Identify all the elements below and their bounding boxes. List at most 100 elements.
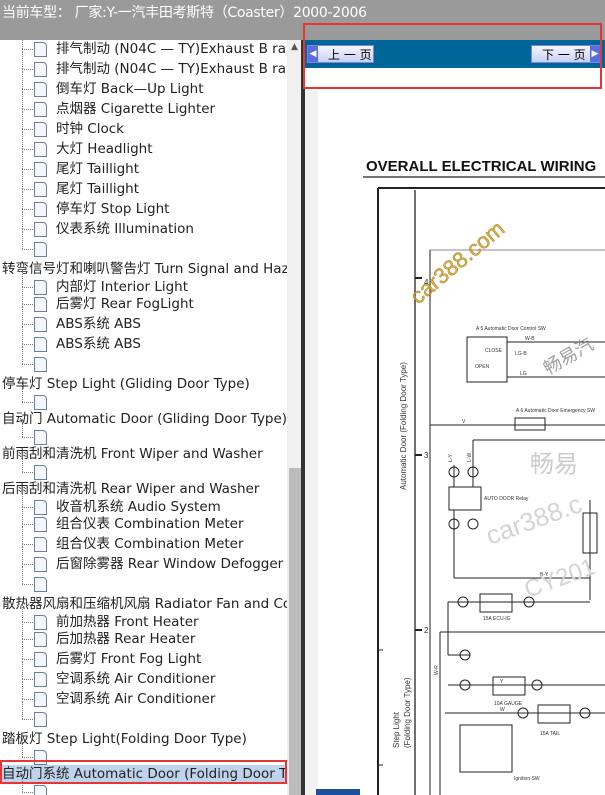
tree-connector — [22, 344, 33, 345]
tree-connector — [22, 584, 33, 585]
document-icon — [34, 202, 47, 217]
tree-item-label: 空调系统 Air Conditioner — [56, 691, 216, 707]
tree-connector — [22, 739, 23, 757]
tree-connector — [22, 489, 23, 507]
document-icon — [34, 122, 47, 137]
tree-connector — [22, 454, 23, 472]
tree-connector — [22, 191, 23, 209]
tree-item-label: 组合仪表 Combination Meter — [56, 536, 244, 552]
arrow-right-icon: ▶ — [590, 46, 600, 62]
page-nav-bar: ◀ 上 一 页 下 一 页 ▶ — [305, 40, 605, 68]
tree-connector — [22, 306, 23, 324]
tree-connector — [22, 229, 33, 230]
document-icon — [34, 42, 47, 57]
tree-connector — [22, 151, 23, 169]
tree-connector — [22, 506, 23, 524]
panel-splitter[interactable] — [301, 40, 305, 795]
tree-item-label: 前雨刮和清洗机 Front Wiper and Washer — [2, 446, 263, 462]
tree-item-label: 排气制动 (N04C — TY)Exhaust B rake — [56, 41, 287, 57]
tree-connector — [22, 287, 33, 288]
tree-connector — [22, 524, 33, 525]
tree-connector — [22, 701, 23, 719]
tree-item-label: 停车灯 Stop Light — [56, 201, 170, 217]
tree-connector — [22, 792, 33, 793]
tree-connector — [22, 661, 23, 679]
document-icon — [34, 102, 47, 117]
title-bar: 当前车型： 厂家:Y-一汽丰田考斯特（Coaster）2000-2006 — [0, 0, 605, 40]
tree-connector — [22, 69, 33, 70]
document-icon — [34, 395, 47, 410]
tree-item-label: 大灯 Headlight — [56, 141, 153, 157]
document-icon — [34, 692, 47, 707]
tree-item-label: 踏板灯 Step Light(Folding Door Type) — [2, 731, 247, 747]
tree-connector — [22, 131, 23, 149]
tree-item-label: 散热器风扇和压缩机风扇 Radiator Fan and Condenser F… — [2, 596, 287, 612]
tree-connector — [22, 286, 23, 304]
document-icon — [34, 357, 47, 372]
tree-item-label: 排气制动 (N04C — TY)Exhaust B rake — [56, 61, 287, 77]
document-icon — [34, 557, 47, 572]
document-icon — [34, 632, 47, 647]
tree-connector — [22, 189, 33, 190]
tree-connector — [22, 566, 23, 584]
page-indicator — [316, 789, 360, 795]
tree-connector — [22, 419, 23, 437]
tree-panel: 排气制动 (N04C — TY)Exhaust B rake 排气制动 (N04C… — [0, 40, 287, 795]
document-icon — [34, 500, 47, 515]
document-icon — [34, 82, 47, 97]
document-icon — [34, 317, 47, 332]
tree-connector — [22, 304, 33, 305]
tree-connector — [22, 699, 33, 700]
tree-connector — [22, 324, 33, 325]
tree-connector — [22, 757, 33, 758]
tree-item-label: 转弯信号灯和喇叭警告灯 Turn Signal and Hazard Warni… — [2, 261, 287, 277]
tree-connector — [22, 346, 23, 364]
tree-connector — [22, 149, 33, 150]
tree-item-label: ABS系统 ABS — [56, 316, 141, 332]
tree-item-label: 空调系统 Air Conditioner — [56, 671, 216, 687]
tree-connector — [22, 269, 23, 287]
tree-connector — [22, 526, 23, 544]
prev-page-button[interactable]: ◀ 上 一 页 — [307, 45, 374, 63]
tree-item-label: 后雾灯 Front Fog Light — [56, 651, 202, 667]
tree-item-label: 内部灯 Interior Light — [56, 279, 189, 295]
document-icon — [34, 280, 47, 295]
document-icon — [34, 182, 47, 197]
tree-connector — [22, 681, 23, 699]
tree-item-label: 自动门系统 Automatic Door (Folding Door Type) — [2, 765, 287, 783]
document-icon — [34, 142, 47, 157]
tree-connector — [22, 364, 33, 365]
tree-connector — [22, 326, 23, 344]
tree-connector — [22, 622, 33, 623]
document-icon — [34, 712, 47, 727]
next-page-label: 下 一 页 — [542, 48, 586, 62]
document-icon — [34, 337, 47, 352]
tree-connector — [22, 49, 33, 50]
document-icon — [34, 517, 47, 532]
tree-item-label: 点烟器 Cigarette Lighter — [56, 101, 216, 117]
tree-connector — [22, 91, 23, 109]
tree-connector — [22, 71, 23, 89]
document-icon — [34, 222, 47, 237]
tree-connector — [22, 249, 33, 250]
tree-item-label: 停车灯 Step Light (Gliding Door Type) — [2, 376, 250, 392]
tree-connector — [22, 402, 33, 403]
tree-scrollbar[interactable]: ▲ — [287, 40, 302, 795]
tree-item-label: 收音机系统 Audio System — [56, 499, 221, 515]
tree-connector — [22, 604, 23, 622]
document-icon — [34, 62, 47, 77]
tree-item-label: 时钟 Clock — [56, 121, 124, 137]
tree-connector — [22, 211, 23, 229]
selection-highlight-box — [0, 760, 287, 784]
tree-connector — [22, 109, 33, 110]
tree-item-label: 仪表系统 Illumination — [56, 221, 194, 237]
scroll-up-arrow-icon[interactable]: ▲ — [291, 42, 298, 52]
tree-connector — [22, 546, 23, 564]
tree-item-label: 后雾灯 Rear FogLight — [56, 296, 194, 312]
tree-connector — [22, 129, 33, 130]
tree-connector — [22, 171, 23, 189]
scroll-thumb[interactable] — [289, 468, 301, 795]
tree-connector — [22, 231, 23, 249]
tree-connector — [22, 544, 33, 545]
tree-connector — [22, 209, 33, 210]
